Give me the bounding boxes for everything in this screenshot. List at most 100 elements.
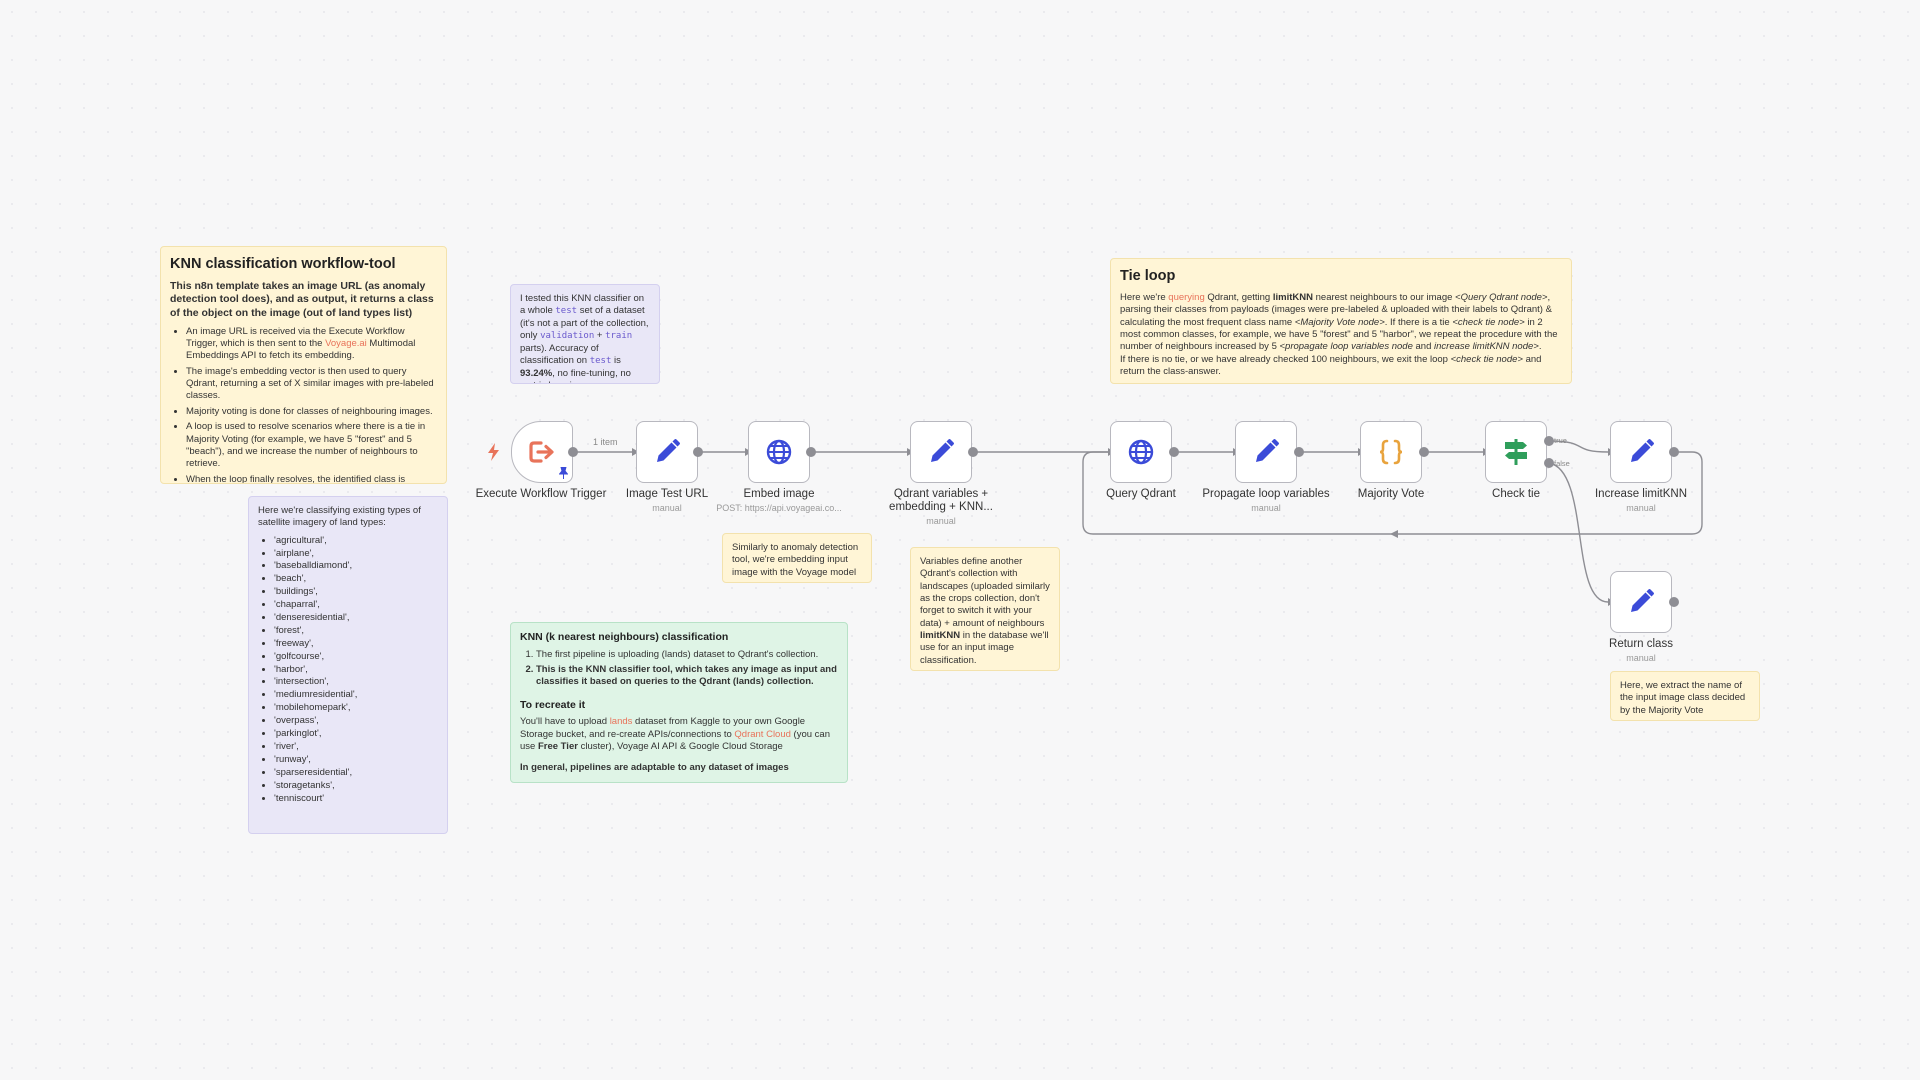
branch-false-label: false	[1554, 459, 1570, 468]
switch-signpost-icon	[1505, 439, 1527, 465]
sticky-return-text: Here, we extract the name of the input i…	[1620, 680, 1746, 716]
sticky-knn-title: KNN (k nearest neighbours) classificatio…	[520, 631, 729, 643]
sticky-main-title: KNN classification workflow-tool	[170, 256, 396, 272]
node-label-propagate: Propagate loop variables	[1202, 488, 1330, 500]
sticky-note-classes[interactable]: Here we're classifying existing types of…	[248, 496, 448, 834]
output-handle[interactable]	[968, 447, 978, 457]
output-handle[interactable]	[806, 447, 816, 457]
list-item: 'intersection',	[274, 676, 438, 687]
output-handle[interactable]	[1169, 447, 1179, 457]
list-item: 'storagetanks',	[274, 780, 438, 791]
list-item: An image URL is received via the Execute…	[186, 326, 437, 363]
list-item: 'forest',	[274, 625, 438, 636]
node-label-return: Return class	[1609, 638, 1673, 650]
sticky-classes-intro: Here we're classifying existing types of…	[258, 505, 421, 529]
list-item: 'denseresidential',	[274, 612, 438, 623]
node-label-vote: Majority Vote	[1357, 488, 1425, 500]
qdrant-cloud-link[interactable]: Qdrant Cloud	[734, 728, 791, 740]
sticky-note-variables[interactable]: Variables define another Qdrant's collec…	[910, 547, 1060, 671]
class-list: 'agricultural', 'airplane','baseballdiamo…	[258, 535, 438, 804]
sticky-tie-text: Here we're querying Qdrant, getting limi…	[1120, 291, 1558, 377]
node-label-increase: Increase limitKNN	[1594, 488, 1688, 500]
edge-items-label: 1 item	[593, 437, 618, 447]
list-item: A loop is used to resolve scenarios wher…	[186, 421, 437, 470]
output-handle[interactable]	[1419, 447, 1429, 457]
sticky-main-list: An image URL is received via the Execute…	[170, 326, 437, 483]
output-handle[interactable]	[1669, 597, 1679, 607]
list-item: The image's embedding vector is then use…	[186, 366, 437, 403]
pencil-icon	[1631, 439, 1654, 462]
list-item: 'parkinglot',	[274, 728, 438, 739]
lands-link[interactable]: lands	[609, 716, 633, 728]
list-item: 'airplane',	[274, 548, 438, 559]
list-item: The first pipeline is uploading (lands) …	[536, 649, 838, 661]
list-item: 'agricultural',	[274, 535, 438, 546]
list-item: 'freeway',	[274, 638, 438, 649]
execute-workflow-icon	[529, 441, 554, 463]
sticky-note-accuracy[interactable]: I tested this KNN classifier on a whole …	[510, 284, 660, 384]
output-handle[interactable]	[568, 447, 578, 457]
globe-icon	[1128, 439, 1154, 465]
list-item: 'baseballdiamond',	[274, 560, 438, 571]
edge-check-return-false	[1548, 462, 1609, 603]
sticky-tie-title: Tie loop	[1120, 268, 1176, 284]
node-label-trigger: Execute Workflow Trigger	[475, 488, 607, 500]
node-label-embed: Embed image	[743, 488, 815, 500]
node-increase-limitknn[interactable]	[1610, 421, 1672, 483]
node-check-tie[interactable]	[1485, 421, 1547, 483]
node-execute-workflow-trigger[interactable]	[511, 421, 573, 483]
list-item: This is the KNN classifier tool, which t…	[536, 664, 838, 689]
pencil-icon	[657, 439, 680, 462]
node-label-query: Query Qdrant	[1106, 488, 1176, 500]
list-item: 'harbor',	[274, 664, 438, 675]
code-braces-icon	[1379, 439, 1403, 465]
node-sub-return: manual	[1626, 653, 1656, 663]
node-query-qdrant[interactable]	[1110, 421, 1172, 483]
node-embed-image[interactable]	[748, 421, 810, 483]
pencil-icon	[1256, 439, 1279, 462]
node-label-check: Check tie	[1492, 488, 1540, 500]
list-item: 'beach',	[274, 573, 438, 584]
arrowhead	[632, 448, 639, 456]
sticky-accuracy-text: I tested this KNN classifier on a whole …	[520, 293, 649, 383]
globe-icon	[766, 439, 792, 465]
sticky-main-intro: This n8n template takes an image URL (as…	[170, 279, 434, 320]
list-item: 'river',	[274, 741, 438, 752]
list-item: Majority voting is done for classes of n…	[186, 406, 437, 418]
output-handle-false[interactable]	[1544, 458, 1554, 468]
node-propagate-loop-variables[interactable]	[1235, 421, 1297, 483]
output-handle[interactable]	[693, 447, 703, 457]
list-item: 'chaparral',	[274, 599, 438, 610]
node-label-image-url: Image Test URL	[625, 488, 709, 500]
node-sub-qdrant-vars: manual	[926, 516, 956, 526]
voyage-link[interactable]: Voyage.ai	[325, 338, 367, 350]
sticky-note-main[interactable]: KNN classification workflow-tool This n8…	[160, 246, 447, 484]
sticky-knn-subtitle: To recreate it	[520, 698, 586, 711]
output-handle[interactable]	[1669, 447, 1679, 457]
sticky-knn-list: The first pipeline is uploading (lands) …	[520, 649, 838, 689]
output-handle-true[interactable]	[1544, 436, 1554, 446]
node-image-test-url[interactable]	[636, 421, 698, 483]
sticky-note-knn[interactable]: KNN (k nearest neighbours) classificatio…	[510, 622, 848, 783]
sticky-knn-footer: In general, pipelines are adaptable to a…	[520, 762, 789, 774]
node-sub-embed: POST: https://api.voyageai.co...	[716, 503, 842, 513]
sticky-note-return[interactable]: Here, we extract the name of the input i…	[1610, 671, 1760, 721]
node-qdrant-variables[interactable]	[910, 421, 972, 483]
node-sub-propagate: manual	[1251, 503, 1281, 513]
querying-link[interactable]: querying	[1168, 291, 1205, 303]
list-item: 'tenniscourt'	[274, 793, 438, 804]
arrowhead	[1390, 530, 1398, 538]
pencil-icon	[931, 439, 954, 462]
node-majority-vote[interactable]	[1360, 421, 1422, 483]
node-return-class[interactable]	[1610, 571, 1672, 633]
pin-icon	[559, 467, 568, 479]
output-handle[interactable]	[1294, 447, 1304, 457]
list-item: 'mediumresidential',	[274, 689, 438, 700]
sticky-knn-recreate: You'll have to upload lands dataset from…	[520, 716, 830, 752]
sticky-note-tie-loop[interactable]: Tie loop Here we're querying Qdrant, get…	[1110, 258, 1572, 384]
pencil-icon	[1631, 589, 1654, 612]
list-item: 'sparseresidential',	[274, 767, 438, 778]
sticky-note-embed[interactable]: Similarly to anomaly detection tool, we'…	[722, 533, 872, 583]
edge-check-increase-true	[1548, 440, 1609, 453]
